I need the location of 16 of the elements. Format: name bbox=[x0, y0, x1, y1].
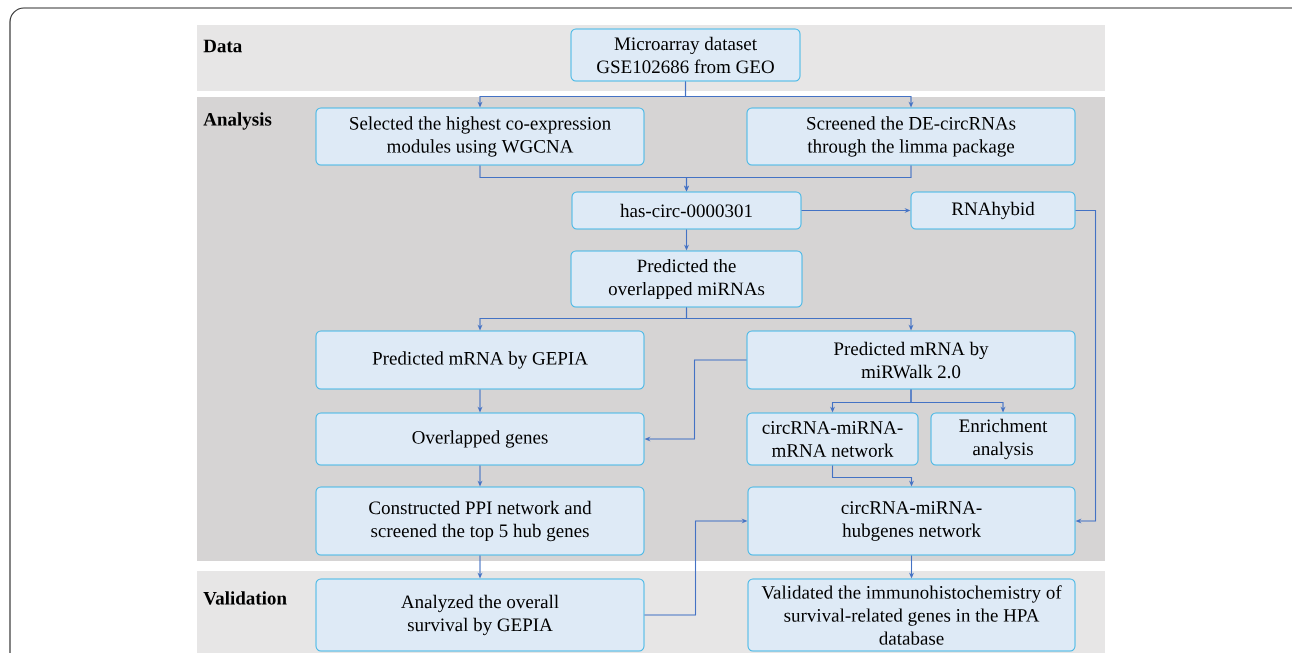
process-box: Validated the immunohistochemistry of survival-related genes in the HPA database bbox=[747, 578, 1076, 652]
arrow bbox=[1074, 209, 1097, 524]
process-box: Selected the highest co-expression modules using WGCNA bbox=[315, 107, 645, 166]
process-box: Microarray dataset GSE102686 from GEO bbox=[570, 28, 801, 82]
process-box: Analyzed the overall survival by GEPIA bbox=[315, 578, 645, 652]
process-box: Predicted mRNA by miRWalk 2.0 bbox=[746, 330, 1076, 390]
process-box: Predicted the overlapped miRNAs bbox=[570, 250, 803, 308]
process-box: circRNA-miRNA-mRNA network bbox=[746, 412, 919, 466]
process-box: Constructed PPI network and screened the top 5 hub genes bbox=[315, 486, 645, 556]
process-box: circRNA-miRNA-hubgenes network bbox=[747, 486, 1076, 556]
process-box: Screened the DE-circRNAs through the limma package bbox=[746, 107, 1076, 166]
process-box: has-circ-0000301 bbox=[571, 191, 802, 230]
process-box: Overlapped genes bbox=[315, 412, 645, 466]
process-box: RNAhybid bbox=[910, 191, 1076, 230]
process-box: Predicted mRNA by GEPIA bbox=[315, 330, 645, 390]
process-box: Enrichment analysis bbox=[930, 412, 1076, 466]
